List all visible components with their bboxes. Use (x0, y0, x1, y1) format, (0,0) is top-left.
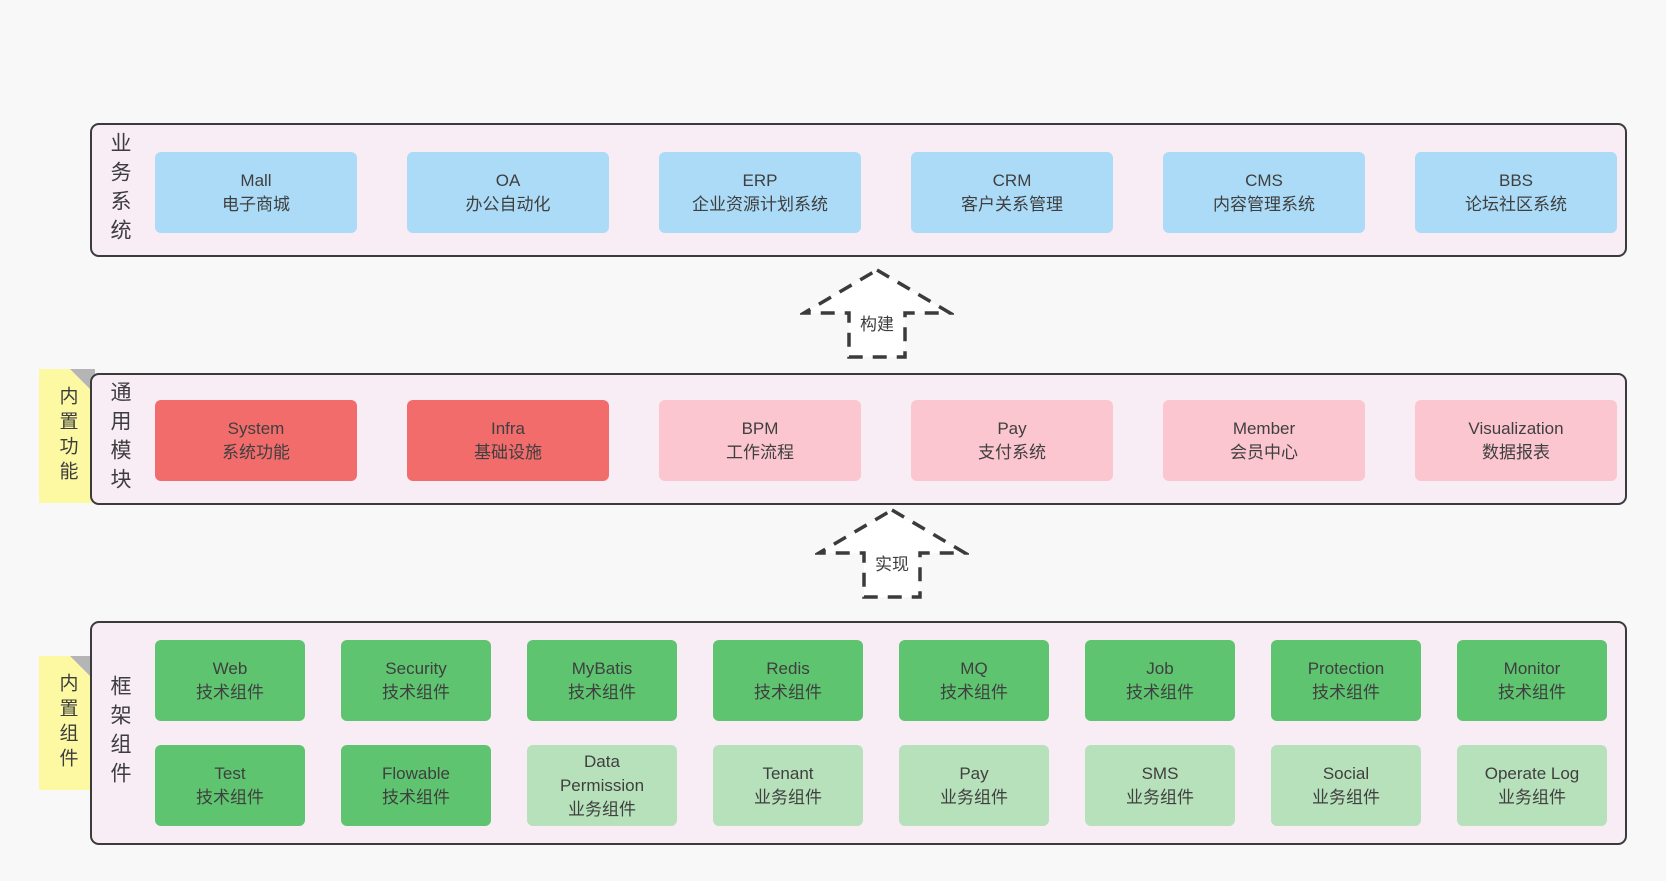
panel-common-modules: 通用模块 System 系统功能 Infra 基础设施 BPM 工作流程 Pay… (90, 373, 1627, 505)
box-visualization: Visualization 数据报表 (1415, 400, 1617, 481)
box-system: System 系统功能 (155, 400, 357, 481)
box-flowable: Flowable 技术组件 (341, 745, 491, 826)
builtin-features-note: 内置功能 (39, 369, 95, 503)
panel-framework-components: 框架组件 Web 技术组件 Security 技术组件 MyBatis 技术组件… (90, 621, 1627, 845)
panel-business-systems: 业务系统 Mall 电子商城 OA 办公自动化 ERP 企业资源计划系统 CRM… (90, 123, 1627, 257)
box-bbs: BBS 论坛社区系统 (1415, 152, 1617, 233)
box-tenant: Tenant 业务组件 (713, 745, 863, 826)
build-arrow-label: 构建 (860, 315, 894, 334)
implement-arrow: 实现 (815, 506, 969, 600)
box-test: Test 技术组件 (155, 745, 305, 826)
box-infra: Infra 基础设施 (407, 400, 609, 481)
business-systems-label: 业务系统 (108, 132, 131, 248)
box-erp: ERP 企业资源计划系统 (659, 152, 861, 233)
box-sms: SMS 业务组件 (1085, 745, 1235, 826)
box-member: Member 会员中心 (1163, 400, 1365, 481)
box-pay-module: Pay 支付系统 (911, 400, 1113, 481)
box-oa: OA 办公自动化 (407, 152, 609, 233)
box-operate-log: Operate Log 业务组件 (1457, 745, 1607, 826)
box-cms: CMS 内容管理系统 (1163, 152, 1365, 233)
box-redis: Redis 技术组件 (713, 640, 863, 721)
builtin-components-note: 内置组件 (39, 656, 95, 790)
box-job: Job 技术组件 (1085, 640, 1235, 721)
framework-components-label: 框架组件 (108, 675, 131, 791)
box-bpm: BPM 工作流程 (659, 400, 861, 481)
builtin-components-note-label: 内置组件 (56, 673, 78, 773)
box-security: Security 技术组件 (341, 640, 491, 721)
box-crm: CRM 客户关系管理 (911, 152, 1113, 233)
box-protection: Protection 技术组件 (1271, 640, 1421, 721)
common-modules-label: 通用模块 (108, 381, 131, 497)
implement-arrow-label: 实现 (875, 555, 909, 574)
box-data-permission: Data Permission 业务组件 (527, 745, 677, 826)
box-mybatis: MyBatis 技术组件 (527, 640, 677, 721)
box-mall: Mall 电子商城 (155, 152, 357, 233)
box-monitor: Monitor 技术组件 (1457, 640, 1607, 721)
box-web: Web 技术组件 (155, 640, 305, 721)
builtin-features-note-label: 内置功能 (56, 386, 78, 486)
box-mq: MQ 技术组件 (899, 640, 1049, 721)
box-social: Social 业务组件 (1271, 745, 1421, 826)
box-pay-component: Pay 业务组件 (899, 745, 1049, 826)
build-arrow: 构建 (800, 266, 954, 360)
